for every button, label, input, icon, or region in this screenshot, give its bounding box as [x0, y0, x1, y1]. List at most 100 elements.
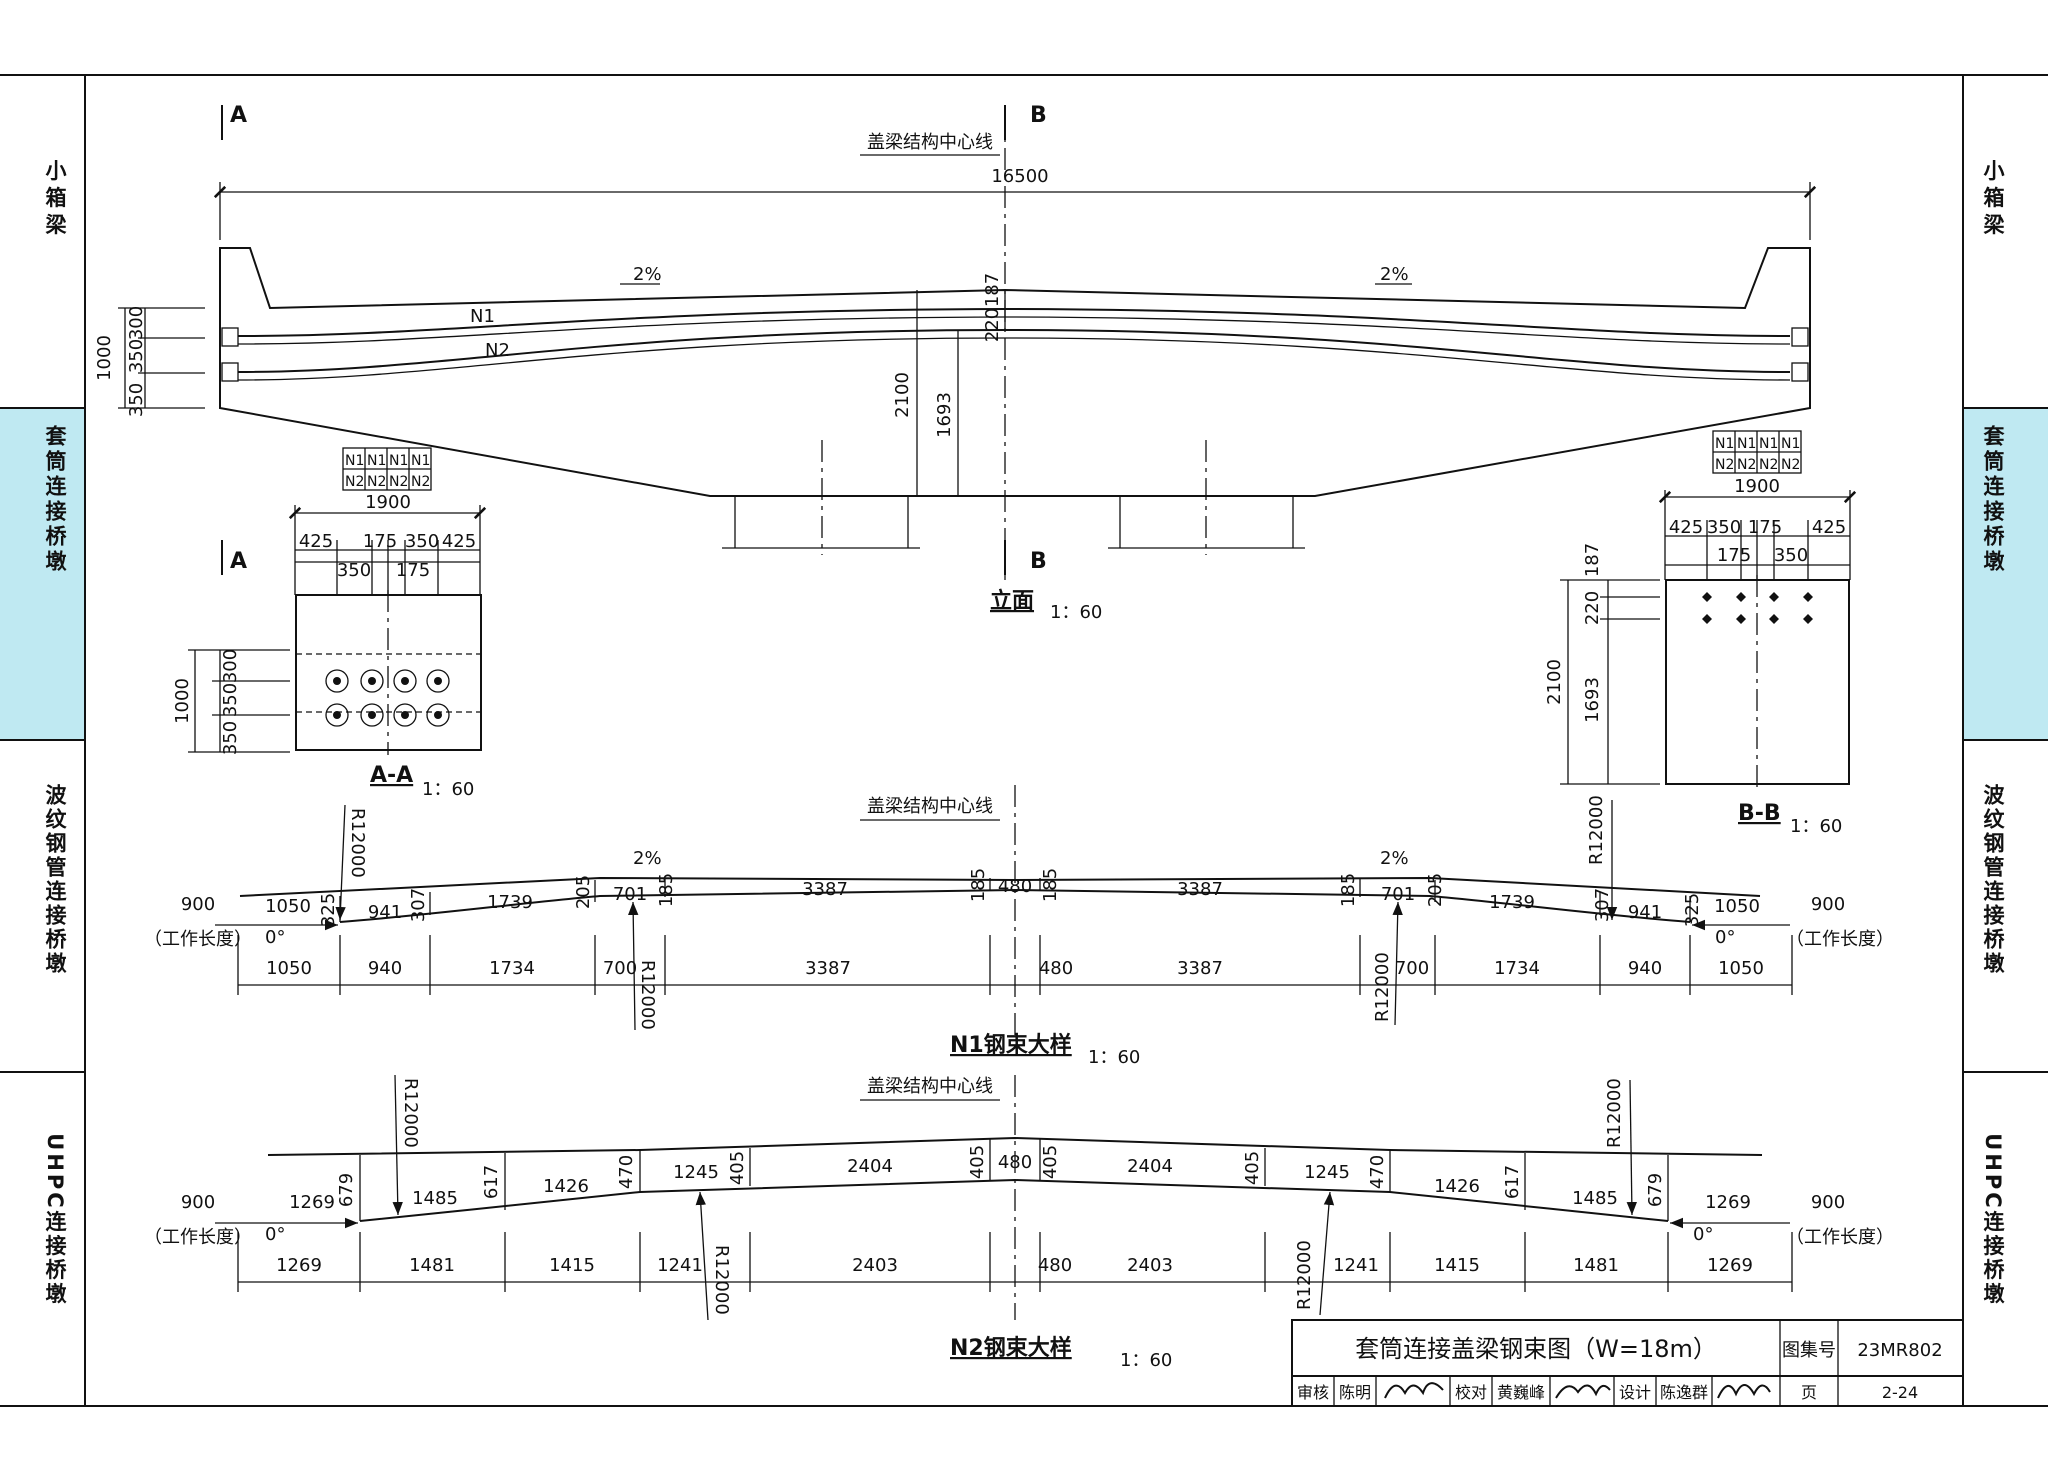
svg-text:N2: N2	[1737, 457, 1756, 473]
svg-text:941: 941	[1628, 902, 1662, 923]
right-sidebar: 小箱梁 套筒连接桥墩 波纹钢管连接桥墩 UHPC连接桥墩	[1963, 160, 2048, 1307]
svg-text:220: 220	[1582, 591, 1603, 625]
title-block: 套筒连接盖梁钢束图（W=18m） 图集号 23MR802 审核 陈明 校对 黄巍…	[1291, 1319, 1964, 1407]
svg-text:1269: 1269	[276, 1255, 322, 1276]
aa-width: 1900	[365, 492, 411, 513]
aa-scale: 1：60	[422, 779, 474, 800]
svg-text:350: 350	[1707, 517, 1741, 538]
elev-dim-1693: 1693	[934, 392, 955, 438]
svg-text:350: 350	[220, 683, 241, 717]
svg-text:2403: 2403	[1127, 1255, 1173, 1276]
svg-text:1481: 1481	[1573, 1255, 1619, 1276]
sidebar-right-3: UHPC连接桥墩	[1981, 1133, 2005, 1306]
svg-text:2100: 2100	[1544, 659, 1565, 705]
svg-text:405: 405	[727, 1151, 748, 1185]
svg-text:1900: 1900	[1734, 476, 1780, 497]
svg-text:617: 617	[1502, 1165, 1523, 1199]
aa-title: A-A	[370, 763, 413, 788]
svg-text:N1: N1	[345, 453, 364, 469]
svg-text:205: 205	[573, 875, 594, 909]
svg-text:175: 175	[1717, 545, 1751, 566]
svg-text:1245: 1245	[1304, 1162, 1350, 1183]
svg-text:1734: 1734	[1494, 958, 1540, 979]
svg-text:185: 185	[1040, 868, 1061, 902]
svg-text:（工作长度）: （工作长度）	[1786, 1227, 1894, 1248]
svg-text:R12000: R12000	[347, 808, 368, 878]
svg-text:N2: N2	[389, 474, 408, 490]
elev-dim-350b: 350	[126, 339, 147, 373]
svg-text:470: 470	[1367, 1155, 1388, 1189]
svg-text:N1: N1	[1759, 436, 1778, 452]
svg-text:1481: 1481	[409, 1255, 455, 1276]
svg-text:0°: 0°	[1715, 927, 1735, 948]
svg-text:185: 185	[1338, 873, 1359, 907]
svg-text:679: 679	[336, 1173, 357, 1207]
svg-text:1241: 1241	[1333, 1255, 1379, 1276]
svg-text:盖梁结构中心线: 盖梁结构中心线	[867, 1076, 993, 1097]
svg-text:1245: 1245	[673, 1162, 719, 1183]
svg-text:425: 425	[442, 531, 476, 552]
svg-text:1485: 1485	[412, 1188, 458, 1209]
svg-text:175: 175	[363, 531, 397, 552]
elevation-scale: 1：60	[1050, 602, 1102, 623]
svg-text:R12000: R12000	[400, 1078, 421, 1148]
svg-text:N2: N2	[1781, 457, 1800, 473]
sidebar-highlight-right	[1964, 408, 2048, 740]
svg-text:940: 940	[368, 958, 402, 979]
svg-text:307: 307	[408, 888, 429, 922]
svg-text:185: 185	[968, 868, 989, 902]
svg-text:黄巍峰: 黄巍峰	[1497, 1383, 1545, 1402]
svg-text:1739: 1739	[1489, 892, 1535, 913]
svg-text:3387: 3387	[802, 879, 848, 900]
sidebar-right-2: 波纹钢管连接桥墩	[1981, 783, 2005, 976]
svg-text:425: 425	[1669, 517, 1703, 538]
bb-scale: 1：60	[1790, 816, 1842, 837]
svg-text:N1: N1	[1781, 436, 1800, 452]
svg-text:470: 470	[616, 1155, 637, 1189]
svg-text:校对: 校对	[1455, 1383, 1487, 1402]
svg-text:1426: 1426	[1434, 1176, 1480, 1197]
svg-text:900: 900	[1811, 894, 1845, 915]
sidebar-right-0: 小箱梁	[1981, 160, 2006, 241]
svg-text:设计: 设计	[1619, 1383, 1651, 1402]
svg-text:1734: 1734	[489, 958, 535, 979]
elev-dim-220: 220	[982, 308, 1003, 342]
svg-text:1269: 1269	[1705, 1192, 1751, 1213]
svg-text:1050: 1050	[265, 896, 311, 917]
svg-text:2404: 2404	[847, 1156, 893, 1177]
svg-text:1426: 1426	[543, 1176, 589, 1197]
section-aa: 1900 425 175 350 425 350 175	[172, 492, 487, 800]
svg-text:300: 300	[220, 649, 241, 683]
sidebar-right-1: 套筒连接桥墩	[1981, 424, 2005, 575]
elevation-view: A B A B 盖梁结构中心线 16500	[94, 103, 1817, 623]
svg-text:350: 350	[220, 721, 241, 755]
svg-text:N1: N1	[1715, 436, 1734, 452]
svg-text:350: 350	[1774, 545, 1808, 566]
left-sidebar: 小箱梁 套筒连接桥墩 波纹钢管连接桥墩 UHPC连接桥墩	[0, 160, 85, 1307]
svg-text:350: 350	[337, 560, 371, 581]
svg-text:0°: 0°	[1693, 1224, 1713, 1245]
svg-text:701: 701	[613, 884, 647, 905]
checker-signature	[1555, 1384, 1611, 1399]
svg-text:R12000: R12000	[1372, 952, 1393, 1022]
sidebar-highlight-left	[0, 408, 84, 740]
section-mark-b-top: B	[1030, 103, 1047, 128]
svg-text:1415: 1415	[549, 1255, 595, 1276]
svg-text:405: 405	[1242, 1151, 1263, 1185]
svg-text:480: 480	[1039, 958, 1073, 979]
svg-text:1050: 1050	[1718, 958, 1764, 979]
svg-text:0°: 0°	[265, 1224, 285, 1245]
svg-text:405: 405	[967, 1145, 988, 1179]
svg-text:R12000: R12000	[1604, 1078, 1625, 1148]
sidebar-left-1: 套筒连接桥墩	[43, 424, 67, 575]
svg-text:1739: 1739	[487, 892, 533, 913]
bb-tendon-points	[1702, 592, 1813, 624]
svg-text:941: 941	[368, 902, 402, 923]
svg-text:陈逸群: 陈逸群	[1660, 1383, 1708, 1402]
svg-text:2%: 2%	[1380, 848, 1409, 869]
svg-text:1241: 1241	[657, 1255, 703, 1276]
svg-text:3387: 3387	[805, 958, 851, 979]
svg-text:480: 480	[998, 876, 1032, 897]
svg-text:3387: 3387	[1177, 879, 1223, 900]
